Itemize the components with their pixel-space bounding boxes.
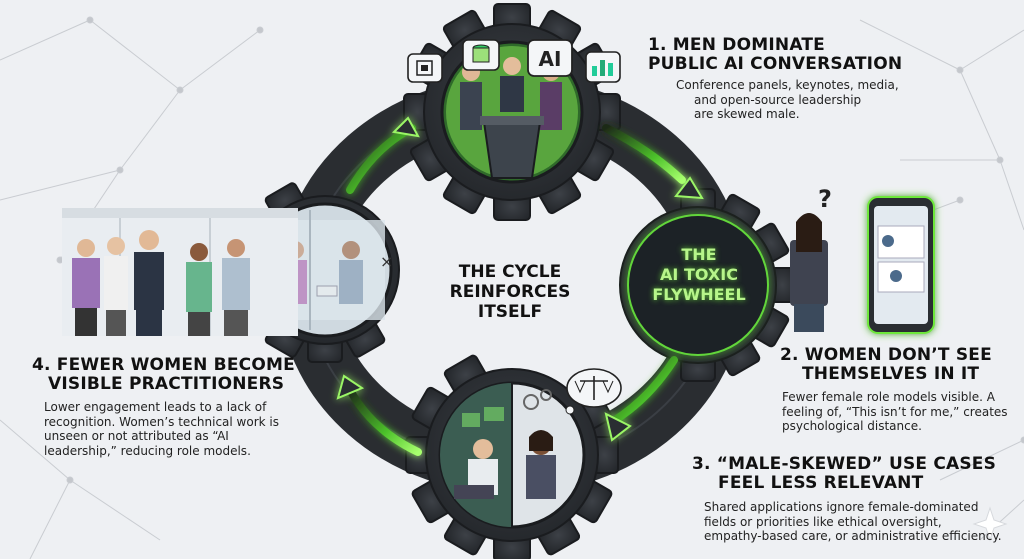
step4-body-line-4: leadership,” reducing role models. — [44, 444, 312, 459]
step1-block: 1. MEN DOMINATE PUBLIC AI CONVERSATION C… — [648, 36, 948, 122]
step3-body-line-1: Shared applications ignore female-domina… — [704, 500, 1012, 515]
chip-icon — [408, 54, 442, 82]
flywheel-line-3: FLYWHEEL — [624, 285, 774, 305]
step2-title-line-1: 2. WOMEN DON’T SEE — [780, 346, 1020, 365]
step2-block: 2. WOMEN DON’T SEE THEMSELVES IN IT Fewe… — [780, 346, 1020, 434]
step4-body-line-1: Lower engagement leads to a lack of — [44, 400, 312, 415]
step4-block: 4. FEWER WOMEN BECOME VISIBLE PRACTITION… — [32, 356, 312, 458]
step4-title-line-2: VISIBLE PRACTITIONERS — [32, 375, 312, 394]
close-mark: × — [380, 252, 393, 271]
cycle-line-1: THE CYCLE — [435, 262, 585, 282]
gear-top — [404, 4, 620, 220]
step3-body-line-2: fields or priorities like ethical oversi… — [704, 515, 1012, 530]
step4-title-line-1: 4. FEWER WOMEN BECOME — [32, 356, 312, 375]
step4-body-line-3: unseen or not attributed as “AI — [44, 429, 312, 444]
step3-title-line-1: 3. “MALE-SKEWED” USE CASES — [692, 455, 1012, 474]
cycle-line-2: REINFORCES — [435, 282, 585, 302]
step4-body-line-2: recognition. Women’s technical work is — [44, 415, 312, 430]
chart-icon — [586, 52, 620, 82]
step1-title-line-1: 1. MEN DOMINATE — [648, 36, 948, 55]
phone-device — [868, 197, 934, 333]
woman-standing — [790, 213, 828, 332]
office-group-scene — [62, 208, 298, 336]
step3-body-line-3: empathy-based care, or administrative ef… — [704, 529, 1012, 544]
step3-block: 3. “MALE-SKEWED” USE CASES FEEL LESS REL… — [692, 455, 1012, 544]
step1-title-line-2: PUBLIC AI CONVERSATION — [648, 55, 948, 74]
flywheel-label: THE AI TOXIC FLYWHEEL — [624, 245, 774, 305]
thinking-woman — [526, 430, 556, 499]
question-mark: ? — [818, 185, 832, 213]
step1-body-line-1: Conference panels, keynotes, media, — [676, 78, 948, 93]
step2-title-line-2: THEMSELVES IN IT — [780, 365, 1020, 384]
flywheel-line-1: THE — [624, 245, 774, 265]
flywheel-line-2: AI TOXIC — [624, 265, 774, 285]
step3-title-line-2: FEEL LESS RELEVANT — [692, 474, 1012, 493]
cycle-line-3: ITSELF — [435, 302, 585, 322]
step1-body-line-2: and open-source leadership — [676, 93, 948, 108]
cycle-label: THE CYCLE REINFORCES ITSELF — [435, 262, 585, 322]
step2-body-line-1: Fewer female role models visible. A — [782, 390, 1020, 405]
database-icon — [463, 40, 499, 70]
ai-badge-text: AI — [528, 47, 572, 71]
step1-body-line-3: are skewed male. — [676, 107, 948, 122]
step2-body-line-3: psychological distance. — [782, 419, 1020, 434]
step2-body-line-2: feeling of, “This isn’t for me,” creates — [782, 405, 1020, 420]
